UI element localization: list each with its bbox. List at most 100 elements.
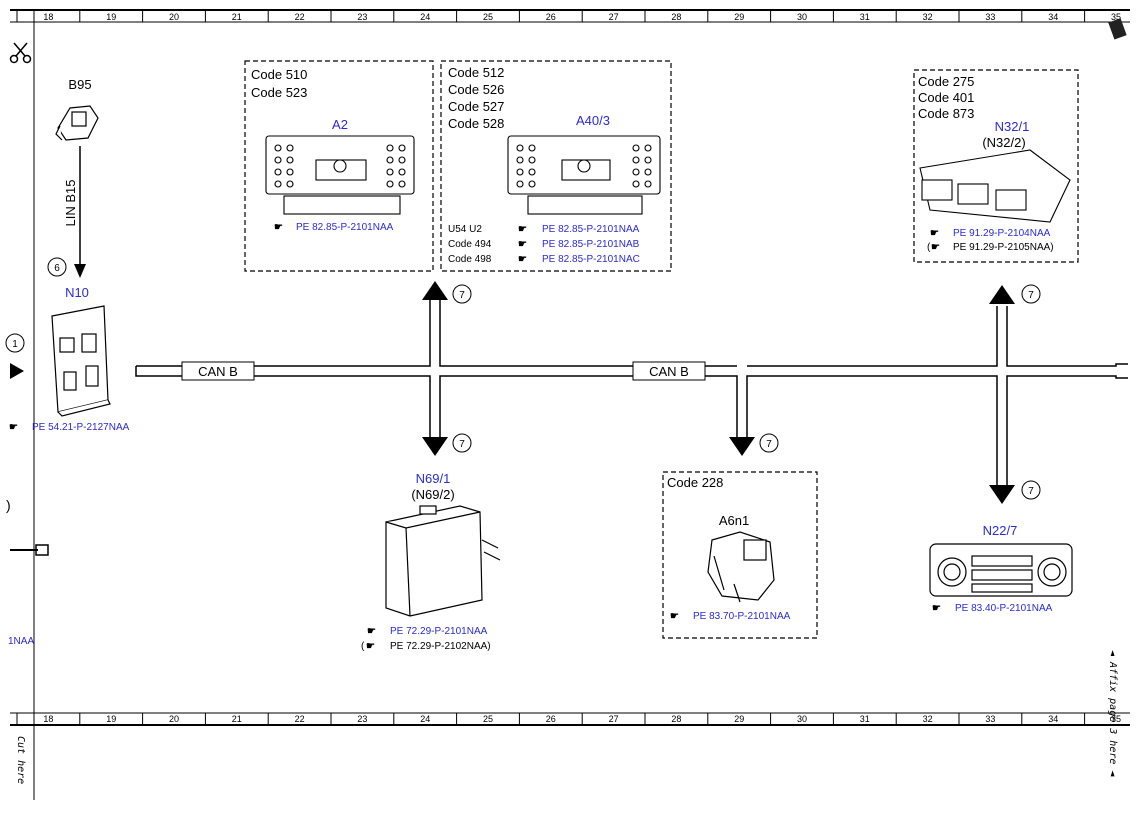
svg-text:1NAA: 1NAA <box>8 636 34 647</box>
svg-text:7: 7 <box>459 290 465 301</box>
svg-text:(N69/2): (N69/2) <box>411 487 454 502</box>
svg-text:B95: B95 <box>68 77 91 92</box>
n10-module-icon <box>51 305 111 417</box>
ruler-number: 18 <box>43 714 53 724</box>
svg-text:Code 510: Code 510 <box>251 67 307 82</box>
svg-text:N22/7: N22/7 <box>983 523 1018 538</box>
a40-box: Code 512 Code 526 Code 527 Code 528 A40/… <box>440 60 672 272</box>
svg-text:PE 82.85-P-2101NAC: PE 82.85-P-2101NAC <box>542 254 640 265</box>
ruler-number: 32 <box>923 714 933 724</box>
ruler-number: 29 <box>734 714 744 724</box>
ruler-number: 27 <box>609 714 619 724</box>
ruler-number: 20 <box>169 12 179 22</box>
n69-module-icon <box>385 505 501 617</box>
svg-text:7: 7 <box>766 439 772 450</box>
svg-text:Code 228: Code 228 <box>667 475 723 490</box>
n10-ref: ☛ PE 54.21-P-2127NAA <box>9 422 130 433</box>
ruler-number: 22 <box>295 12 305 22</box>
ruler-number: 28 <box>671 12 681 22</box>
can-b-label-left: CAN B <box>181 361 255 381</box>
svg-text:LIN B15: LIN B15 <box>63 180 78 227</box>
svg-text:Code 527: Code 527 <box>448 99 504 114</box>
svg-text:☛: ☛ <box>931 242 940 253</box>
svg-text:☛: ☛ <box>9 422 18 433</box>
svg-text:PE 83.40-P-2101NAA: PE 83.40-P-2101NAA <box>955 603 1053 614</box>
svg-text:Code 401: Code 401 <box>918 90 974 105</box>
ruler-number: 32 <box>923 12 933 22</box>
ruler-number: 34 <box>1048 714 1058 724</box>
svg-text:Code 494: Code 494 <box>448 239 492 250</box>
n32-box: Code 275 Code 401 Code 873 N32/1 (N32/2)… <box>913 69 1079 263</box>
svg-text:PE 83.70-P-2101NAA: PE 83.70-P-2101NAA <box>693 611 791 622</box>
svg-text:Code 275: Code 275 <box>918 74 974 89</box>
ruler-number: 23 <box>357 12 367 22</box>
svg-text:PE 91.29-P-2105NAA): PE 91.29-P-2105NAA) <box>953 242 1054 253</box>
svg-text:PE 82.85-P-2101NAA: PE 82.85-P-2101NAA <box>296 222 394 233</box>
connector-circle: 7 7 7 7 7 <box>452 284 1041 500</box>
bus-arrowheads <box>422 281 1015 504</box>
n10-component: N10 1 ☛ PE 54.21-P-2127NAA 1NAA <box>5 285 130 647</box>
ruler-number: 20 <box>169 714 179 724</box>
n69-component: N69/1 (N69/2) ☛ PE 72.29-P-2101NAA ( ☛ P… <box>361 471 501 652</box>
ruler-number: 22 <box>295 714 305 724</box>
climate-panel-icon <box>929 543 1073 597</box>
svg-text:7: 7 <box>1028 290 1034 301</box>
edge-mark: ) <box>6 497 11 513</box>
svg-text:Code 498: Code 498 <box>448 254 492 265</box>
ruler-number: 31 <box>860 714 870 724</box>
svg-text:7: 7 <box>1028 486 1034 497</box>
n22-component: N22/7 ☛ PE 83.40-P-2101NAA <box>929 523 1073 614</box>
ruler-number: 23 <box>357 714 367 724</box>
radio-unit-icon <box>265 135 415 215</box>
plug-icon <box>10 544 49 556</box>
ruler-number: 34 <box>1048 12 1058 22</box>
svg-text:PE 82.85-P-2101NAB: PE 82.85-P-2101NAB <box>542 239 640 250</box>
svg-text:☛: ☛ <box>670 611 679 622</box>
ruler-number: 30 <box>797 714 807 724</box>
radio-unit-icon <box>507 135 661 215</box>
ruler-number: 31 <box>860 12 870 22</box>
ruler-number: 19 <box>106 714 116 724</box>
ruler-number: 35 <box>1111 714 1121 724</box>
svg-text:☛: ☛ <box>932 603 941 614</box>
svg-text:☛: ☛ <box>367 626 376 637</box>
svg-text:(: ( <box>927 242 931 253</box>
svg-text:Code 523: Code 523 <box>251 85 307 100</box>
a2-box: Code 510 Code 523 A2 ☛ PE 82.85-P-2101NA… <box>244 60 434 272</box>
svg-text:CAN B: CAN B <box>198 364 238 379</box>
ruler-number: 28 <box>671 714 681 724</box>
page-corner-icon <box>1108 18 1127 40</box>
ruler-number: 35 <box>1111 12 1121 22</box>
svg-text:6: 6 <box>54 263 60 274</box>
svg-text:☛: ☛ <box>274 222 283 233</box>
svg-text:A40/3: A40/3 <box>576 113 610 128</box>
svg-text:A2: A2 <box>332 117 348 132</box>
svg-text:(: ( <box>361 641 365 652</box>
ruler-number: 24 <box>420 12 430 22</box>
can-b-label-right: CAN B <box>632 361 706 381</box>
svg-text:(N32/2): (N32/2) <box>982 135 1025 150</box>
svg-text:PE 72.29-P-2102NAA): PE 72.29-P-2102NAA) <box>390 641 491 652</box>
svg-text:A6n1: A6n1 <box>719 513 749 528</box>
svg-text:Code 512: Code 512 <box>448 65 504 80</box>
svg-text:PE 82.85-P-2101NAA: PE 82.85-P-2101NAA <box>542 224 640 235</box>
svg-text:U54 U2: U54 U2 <box>448 224 482 235</box>
ruler-number: 30 <box>797 12 807 22</box>
svg-text:Code 528: Code 528 <box>448 116 504 131</box>
svg-text:☛: ☛ <box>518 224 527 235</box>
svg-text:PE 72.29-P-2101NAA: PE 72.29-P-2101NAA <box>390 626 488 637</box>
ruler-number: 26 <box>546 714 556 724</box>
can-bus <box>135 292 1128 486</box>
ruler-number: 27 <box>609 12 619 22</box>
svg-text:Code 873: Code 873 <box>918 106 974 121</box>
ruler-number: 25 <box>483 714 493 724</box>
svg-text:☛: ☛ <box>366 641 375 652</box>
ruler-number: 26 <box>546 12 556 22</box>
svg-text:N69/1: N69/1 <box>416 471 451 486</box>
svg-text:☛: ☛ <box>518 254 527 265</box>
svg-text:PE 91.29-P-2104NAA: PE 91.29-P-2104NAA <box>953 228 1051 239</box>
b95-sensor-icon <box>55 105 99 141</box>
ruler-number: 25 <box>483 12 493 22</box>
